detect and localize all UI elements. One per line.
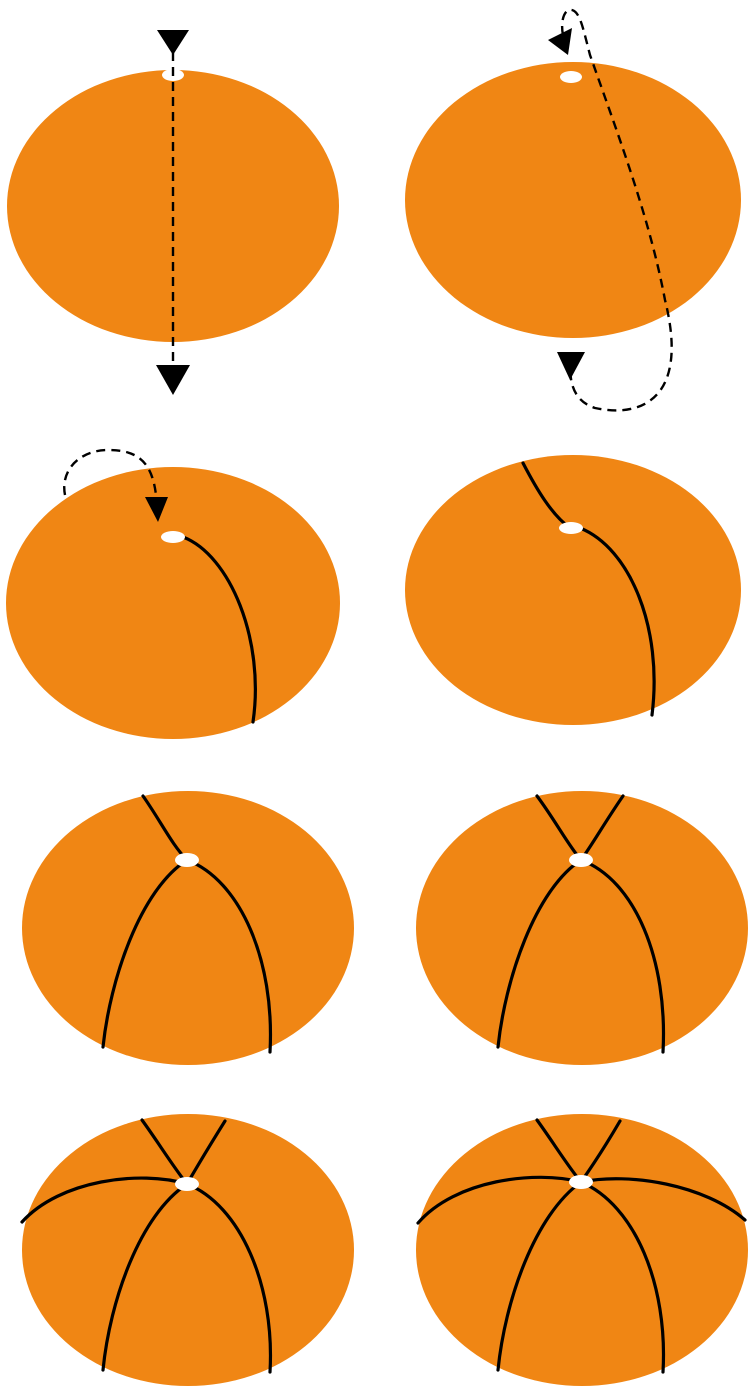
panel-step-4 xyxy=(405,455,741,725)
panel-step-8 xyxy=(416,1114,748,1386)
panel-step-2 xyxy=(405,10,741,411)
fruit-body xyxy=(22,791,354,1065)
top-hole xyxy=(559,522,583,534)
panel-step-6 xyxy=(416,791,748,1065)
fruit-body xyxy=(416,791,748,1065)
arrow-down-icon xyxy=(156,365,190,395)
fruit-body xyxy=(405,455,741,725)
fruit-body xyxy=(22,1114,354,1386)
arrow-down-icon xyxy=(157,30,189,55)
arrow-left-icon xyxy=(548,28,572,55)
top-hole xyxy=(560,71,582,83)
panel-step-5 xyxy=(22,791,354,1065)
panel-step-1 xyxy=(7,30,339,395)
arrow-down-icon xyxy=(557,352,585,380)
panel-step-3 xyxy=(6,450,340,739)
top-hole xyxy=(175,1177,199,1191)
fruit-body xyxy=(405,62,741,338)
fruit-body xyxy=(416,1114,748,1386)
panel-step-7 xyxy=(22,1114,354,1386)
fruit-body xyxy=(6,467,340,739)
top-hole xyxy=(161,531,185,543)
top-hole xyxy=(569,1175,593,1189)
top-hole xyxy=(175,853,199,867)
top-hole xyxy=(569,853,593,867)
